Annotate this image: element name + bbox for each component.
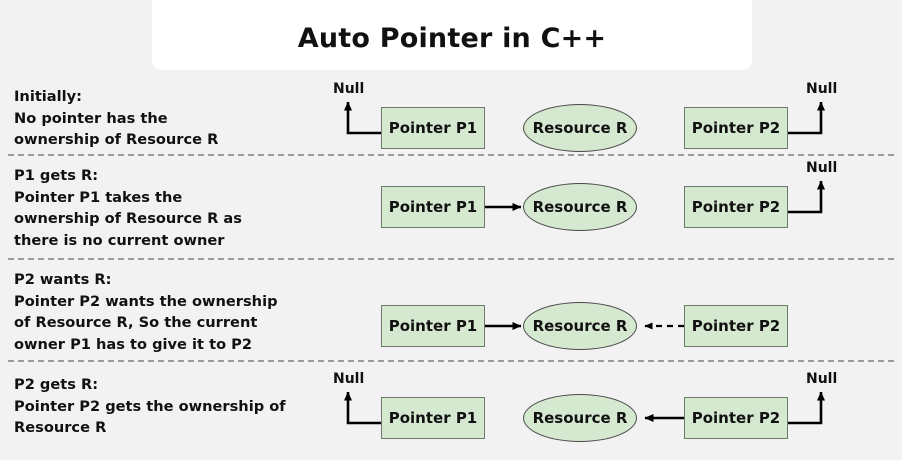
row-caption-initially: Initially: No pointer has the ownership … [14, 88, 219, 148]
row4-resource-r-node[interactable]: Resource R [523, 394, 637, 442]
row3-pointer-p2-label: Pointer P2 [691, 317, 781, 335]
row4-pointer-p2-box[interactable]: Pointer P2 [684, 397, 788, 439]
row4-pointer-p1-label: Pointer P1 [388, 409, 478, 427]
row4-p1-null-label: Null [333, 371, 365, 387]
row1-resource-r-label: Resource R [532, 119, 628, 137]
row1-pointer-p1-label: Pointer P1 [388, 119, 478, 137]
row1-p1-null-arrow [344, 101, 381, 135]
row4-p2-null-arrow [788, 391, 825, 425]
row1-pointer-p2-box[interactable]: Pointer P2 [684, 107, 788, 149]
row2-pointer-p2-label: Pointer P2 [691, 198, 781, 216]
row3-pointer-p1-label: Pointer P1 [388, 317, 478, 335]
row-caption-p2-gets-r: P2 gets R: Pointer P2 gets the ownership… [14, 376, 286, 436]
row2-resource-r-label: Resource R [532, 198, 628, 216]
row1-pointer-p2-label: Pointer P2 [691, 119, 781, 137]
row4-p2-null-label: Null [806, 371, 838, 387]
row3-pointer-p2-box[interactable]: Pointer P2 [684, 305, 788, 347]
row4-pointer-p1-box[interactable]: Pointer P1 [381, 397, 485, 439]
row1-p2-null-arrow [788, 101, 825, 135]
row1-p2-null-label: Null [806, 81, 838, 97]
row3-resource-r-label: Resource R [532, 317, 628, 335]
row2-pointer-p2-box[interactable]: Pointer P2 [684, 186, 788, 228]
row-caption-p1-gets-r: P1 gets R: Pointer P1 takes the ownershi… [14, 167, 242, 249]
row2-resource-r-node[interactable]: Resource R [523, 183, 637, 231]
row2-pointer-p1-label: Pointer P1 [388, 198, 478, 216]
title-banner: Auto Pointer in C++ [152, 0, 752, 70]
page-title: Auto Pointer in C++ [297, 23, 607, 54]
row3-pointer-p1-box[interactable]: Pointer P1 [381, 305, 485, 347]
row4-pointer-p2-label: Pointer P2 [691, 409, 781, 427]
row1-p1-null-label: Null [333, 81, 365, 97]
row-divider-1 [8, 154, 894, 156]
row4-resource-r-label: Resource R [532, 409, 628, 427]
row3-resource-r-node[interactable]: Resource R [523, 302, 637, 350]
row2-p2-null-label: Null [806, 160, 838, 176]
row1-pointer-p1-box[interactable]: Pointer P1 [381, 107, 485, 149]
row1-resource-r-node[interactable]: Resource R [523, 104, 637, 152]
row-caption-p2-wants-r: P2 wants R: Pointer P2 wants the ownersh… [14, 271, 278, 353]
row-divider-3 [8, 360, 894, 362]
row2-p2-null-arrow [788, 180, 825, 214]
row-divider-2 [8, 258, 894, 260]
row4-p1-null-arrow [344, 391, 381, 425]
row2-pointer-p1-box[interactable]: Pointer P1 [381, 186, 485, 228]
